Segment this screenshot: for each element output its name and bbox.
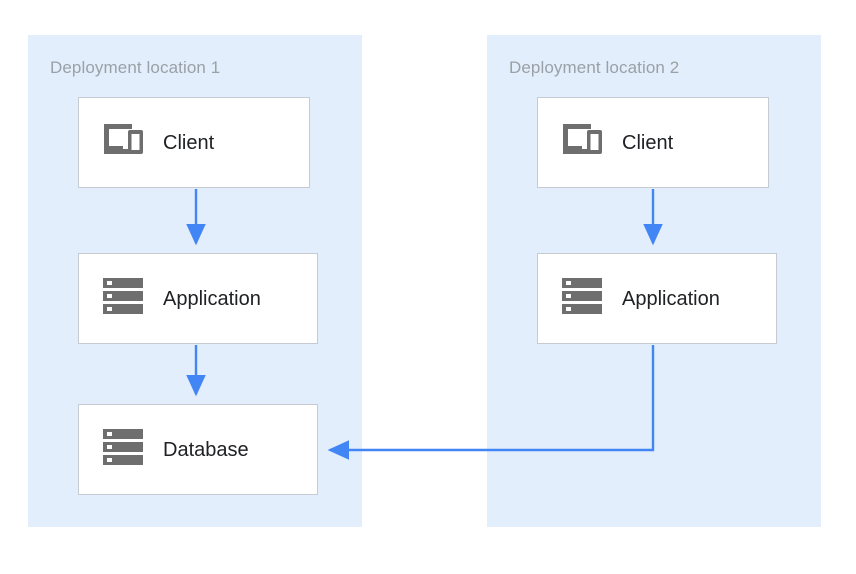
node-label-client-2: Client: [622, 131, 674, 154]
server-rack-icon: [101, 275, 145, 322]
zone-label-deployment-location-2: Deployment location 2: [509, 58, 680, 77]
node-label-client-1: Client: [163, 131, 215, 154]
node-client-2[interactable]: Client: [537, 97, 769, 188]
client-devices-icon: [560, 120, 604, 165]
node-client-1[interactable]: Client: [78, 97, 310, 188]
node-application-2[interactable]: Application: [537, 253, 777, 344]
server-rack-icon: [560, 275, 604, 322]
node-label-application-2: Application: [622, 287, 720, 310]
node-application-1[interactable]: Application: [78, 253, 318, 344]
server-rack-icon: [101, 426, 145, 473]
node-label-application-1: Application: [163, 287, 261, 310]
client-devices-icon: [101, 120, 145, 165]
node-label-database-1: Database: [163, 438, 249, 461]
zone-label-deployment-location-1: Deployment location 1: [50, 58, 221, 77]
node-database-1[interactable]: Database: [78, 404, 318, 495]
